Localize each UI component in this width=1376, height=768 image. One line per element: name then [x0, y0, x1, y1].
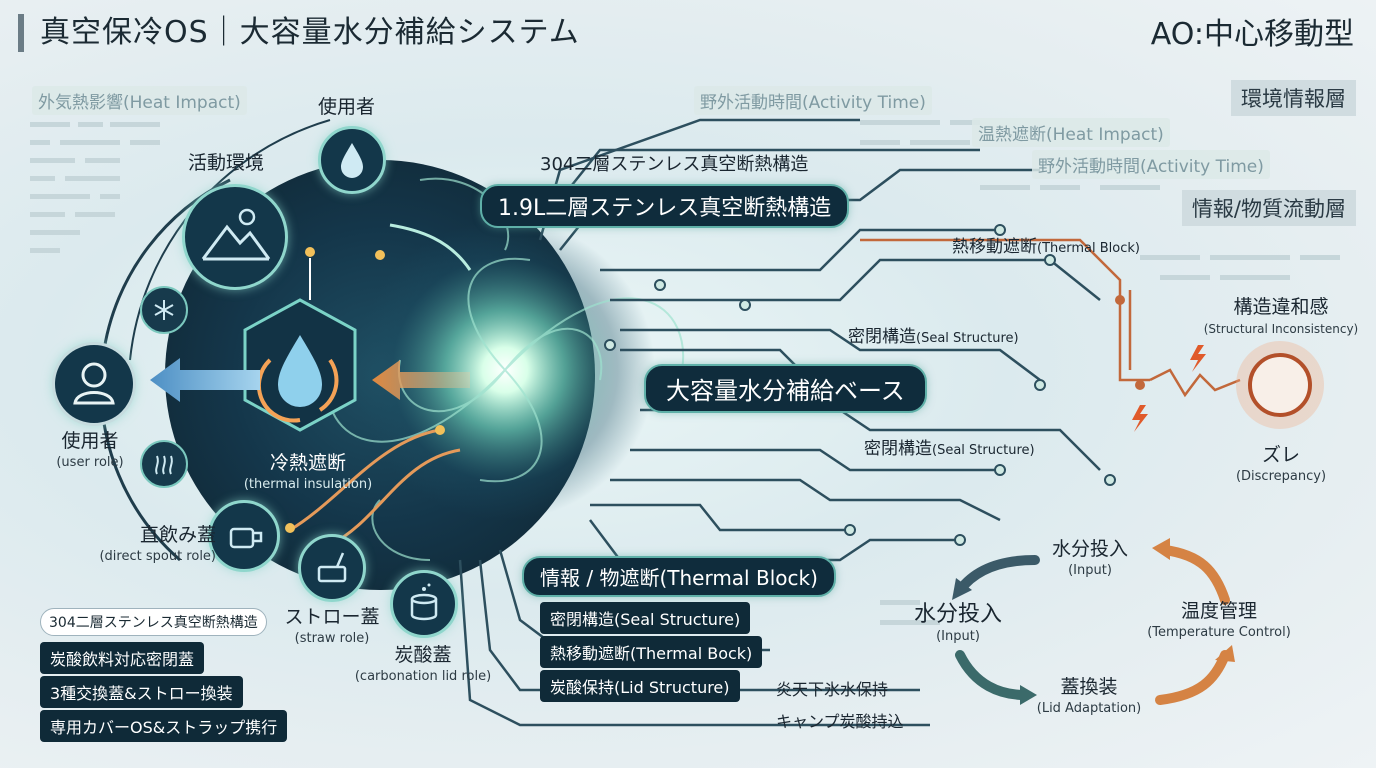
direct-spout-text: 直飲み蓋	[139, 524, 216, 546]
carbonation-text: 炭酸蓋	[394, 644, 452, 666]
user-left-sub: (user role)	[56, 455, 124, 470]
user-left-text: 使用者	[61, 430, 119, 452]
cycle-temp: 温度管理 (Temperature Control)	[1136, 600, 1302, 644]
activity-time-label: 野外活動時間(Activity Time)	[694, 86, 932, 115]
cycle-lid-jp: 蓋換装	[1060, 676, 1118, 698]
page-title: 真空保冷OS｜大容量水分補給システム	[18, 14, 580, 52]
cycle-input-left-en: (Input)	[936, 629, 980, 644]
user-left-label: 使用者 (user role)	[40, 430, 140, 474]
carbonation-node	[390, 570, 458, 638]
heat-impact-label: 外気熱影響(Heat Impact)	[32, 86, 247, 115]
left-list-item-1: 炭酸飲料対応密閉蓋	[40, 642, 205, 674]
cycle-lid: 蓋換装 (Lid Adaptation)	[1024, 676, 1154, 720]
thermal-block-jp: 熱移動遮断	[952, 237, 1037, 257]
info-break-pill: 情報 / 物遮断(Thermal Block)	[522, 556, 836, 597]
direct-spout-sub: (direct spout role)	[99, 549, 216, 564]
cycle-arrowheads	[952, 538, 1235, 705]
lid-curves	[289, 428, 461, 547]
cycle-input-top-en: (Input)	[1068, 563, 1112, 578]
user-top-label: 使用者	[318, 96, 376, 118]
seal-2-jp: 密閉構造	[864, 439, 932, 459]
snowflake-node	[140, 286, 188, 334]
straw-lid-icon	[317, 552, 347, 583]
activity-env-label: 活動環境	[188, 152, 265, 174]
seal-2-en: (Seal Structure)	[932, 443, 1035, 458]
curve-arrow	[389, 223, 472, 271]
person-icon	[73, 362, 115, 405]
cycle-input-top-jp: 水分投入	[1051, 538, 1128, 560]
activity-time-right-label: 野外活動時間(Activity Time)	[1032, 150, 1270, 179]
thermal-label: 冷熱遮断 (thermal insulation)	[238, 452, 378, 496]
seal-structure-tag: 密閉構造(Seal Structure)	[540, 602, 751, 634]
cycle-temp-jp: 温度管理	[1180, 600, 1257, 622]
cup-icon	[229, 527, 263, 549]
thermal-bock-tag: 熱移動遮断(Thermal Bock)	[540, 636, 763, 668]
straw-sub: (straw role)	[294, 631, 370, 646]
carbonation-sub: (carbonation lid role)	[354, 669, 492, 684]
orange-dots	[1115, 295, 1145, 390]
thermal-sub: (thermal insulation)	[243, 477, 373, 492]
zure-en: (Discrepancy)	[1235, 469, 1327, 484]
user-node	[52, 342, 136, 426]
struct-main-pill: 1.9L二層ステンレス真空断熱構造	[480, 184, 850, 228]
seal-2-label: 密閉構造(Seal Structure)	[864, 434, 1035, 459]
struct-small-label: 304二層ステンレス真空断熱構造	[540, 154, 809, 175]
heat-impact-right-label: 温熱遮断(Heat Impact)	[972, 118, 1170, 147]
input-arrow	[372, 360, 470, 400]
cycle-lid-en: (Lid Adaptation)	[1036, 701, 1142, 716]
output-arrow	[150, 358, 260, 402]
user-drop-node	[318, 126, 386, 194]
carbonation-can-icon	[410, 583, 438, 621]
lightning-icons	[1132, 345, 1206, 432]
straw-node	[298, 534, 366, 602]
thermal-block-en: (Thermal Block)	[1037, 241, 1140, 256]
mode-label: AO:中心移動型	[1150, 17, 1354, 52]
left-list-item-3: 専用カバーOS&ストラップ携行	[40, 710, 288, 742]
straw-label: ストロー蓋 (straw role)	[282, 606, 382, 650]
direct-spout-node	[208, 500, 280, 572]
cycle-temp-en: (Temperature Control)	[1147, 625, 1291, 640]
water-drop-icon	[341, 143, 363, 178]
faint-grid-left	[30, 122, 160, 253]
structural-en: (Structural Inconsistency)	[1203, 322, 1359, 336]
faint-grid-right	[860, 120, 1340, 625]
direct-spout-label: 直飲み蓋 (direct spout role)	[86, 524, 216, 568]
structural-jp: 構造違和感	[1233, 296, 1329, 318]
note-camp-carbonation: キャンプ炭酸持込	[776, 712, 904, 731]
heat-rise-icon	[155, 455, 173, 475]
structural-label: 構造違和感 (Structural Inconsistency)	[1196, 296, 1366, 340]
zure-label: ズレ (Discrepancy)	[1226, 444, 1336, 488]
mountain-sun-icon	[201, 208, 271, 261]
zure-jp: ズレ	[1261, 444, 1300, 466]
snowflake-icon	[154, 300, 174, 320]
seal-1-label: 密閉構造(Seal Structure)	[848, 322, 1019, 347]
seal-1-en: (Seal Structure)	[916, 331, 1019, 346]
cycle-input-left-jp: 水分投入	[913, 602, 1002, 627]
lid-structure-tag: 炭酸保持(Lid Structure)	[540, 670, 740, 702]
core-drop-icon	[256, 335, 339, 423]
thermal-text: 冷熱遮断	[269, 452, 346, 474]
seal-1-jp: 密閉構造	[848, 327, 916, 347]
activity-env-node	[182, 184, 288, 290]
discrepancy-target-icon	[1236, 341, 1324, 429]
small-dots	[285, 247, 445, 533]
flow-layer-label: 情報/物質流動層	[1181, 190, 1356, 226]
env-layer-label: 環境情報層	[1231, 80, 1356, 116]
straw-text: ストロー蓋	[284, 606, 380, 628]
heat-rise-node	[140, 440, 188, 488]
note-ice-water: 炎天下氷水保持	[776, 680, 889, 699]
base-pill: 大容量水分補給ベース	[644, 364, 927, 413]
carbonation-label: 炭酸蓋 (carbonation lid role)	[348, 644, 498, 688]
cycle-input-top: 水分投入 (Input)	[1030, 538, 1150, 582]
thermal-block-label: 熱移動遮断(Thermal Block)	[952, 232, 1140, 257]
left-list-item-2: 3種交換蓋&ストロー換装	[40, 676, 243, 708]
cycle-input-left: 水分投入 (Input)	[898, 604, 1018, 648]
cycle-arrows	[955, 545, 1230, 705]
left-outlined-tag: 304二層ステンレス真空断熱構造	[40, 608, 267, 636]
orange-circuit-lines	[860, 238, 1241, 398]
